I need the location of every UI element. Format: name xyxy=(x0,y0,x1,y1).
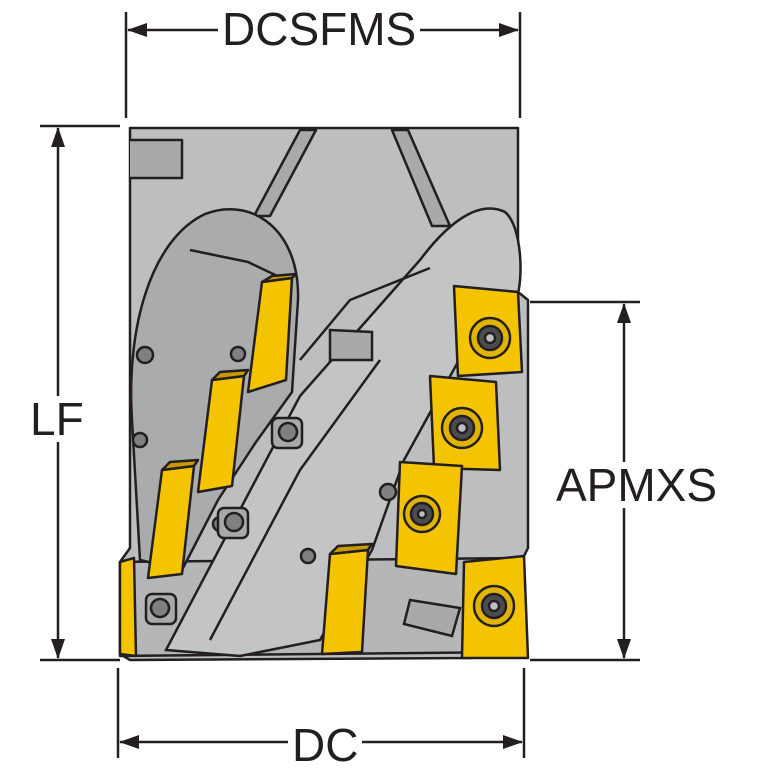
right-inserts xyxy=(394,284,530,660)
dimension-label-dcsfms: DCSFMS xyxy=(218,6,421,52)
insert-4 xyxy=(460,554,530,660)
left-inserts xyxy=(118,272,374,658)
body-holes xyxy=(131,328,462,638)
dimension-label-apmxs: APMXS xyxy=(552,462,722,508)
dimension-label-dc: DC xyxy=(288,722,363,768)
diagonal-flute xyxy=(164,207,522,658)
insert-2 xyxy=(428,374,502,472)
dimension-label-lf: LF xyxy=(26,396,88,442)
insert-1 xyxy=(452,284,524,378)
insert-3 xyxy=(394,460,464,576)
